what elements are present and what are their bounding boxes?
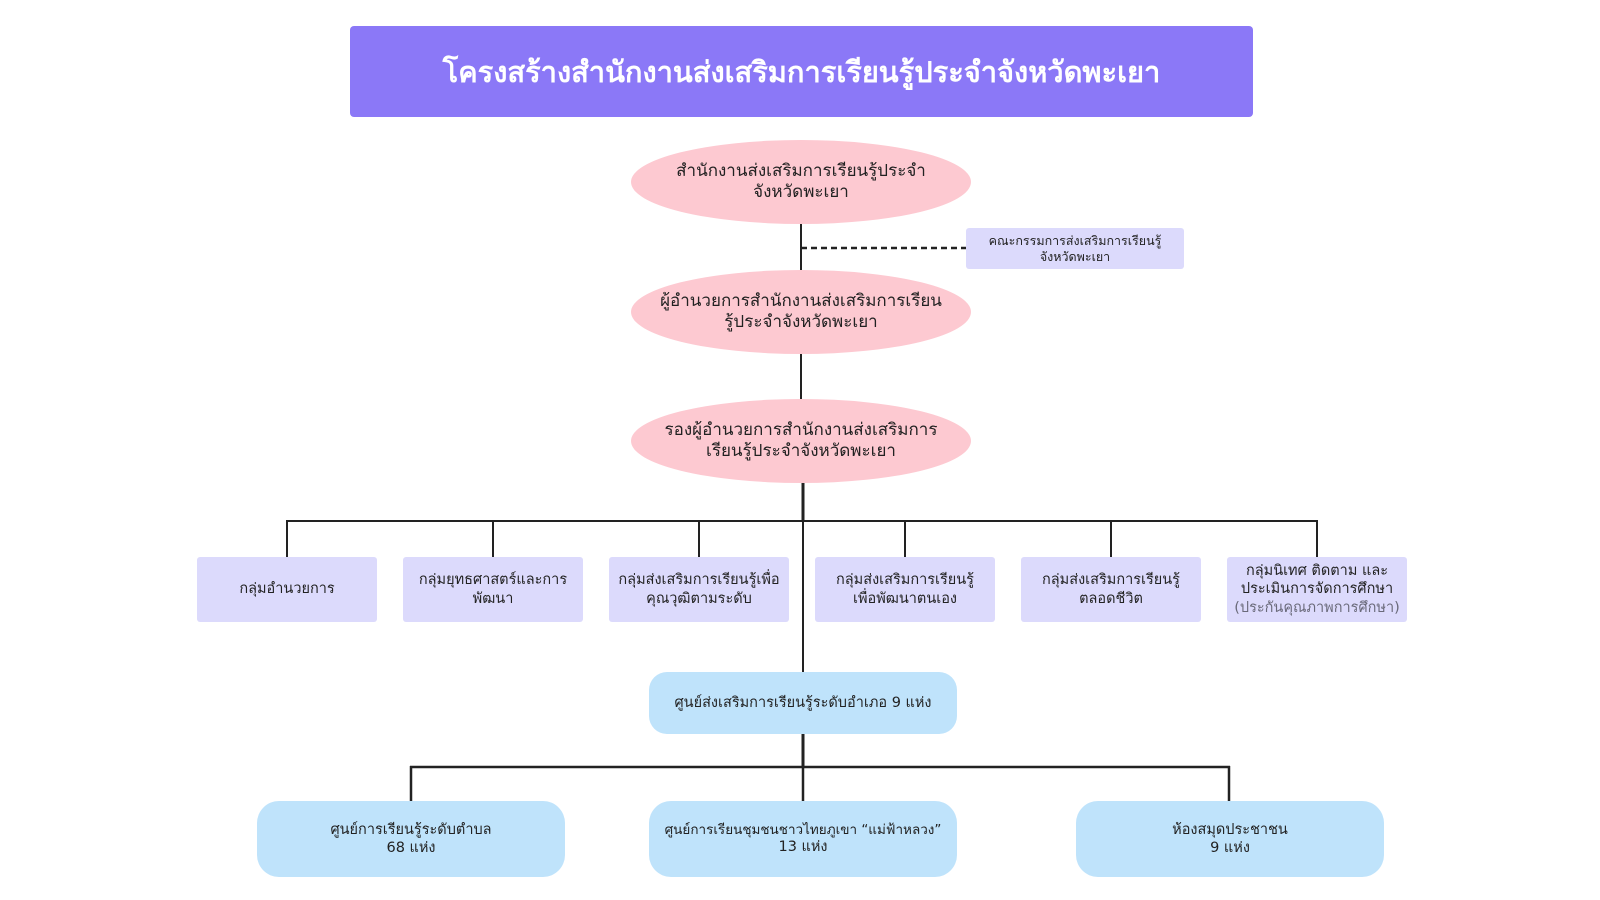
node-director-label: ผู้อำนวยการสำนักงานส่งเสริมการเรียนรู้ปร… [660,290,942,332]
node-group-label: กลุ่มอำนวยการ [239,581,335,598]
node-group-qualification: กลุ่มส่งเสริมการเรียนรู้เพื่อคุณวุฒิตามร… [609,557,789,622]
node-office: สำนักงานส่งเสริมการเรียนรู้ประจำจังหวัดพ… [631,140,971,224]
page-title-text: โครงสร้างสำนักงานส่งเสริมการเรียนรู้ประจ… [442,54,1161,89]
node-unit-count: 13 แห่ง [778,839,828,856]
node-unit-name: ห้องสมุดประชาชน [1172,821,1288,838]
node-committee-label: คณะกรรมการส่งเสริมการเรียนรู้จังหวัดพะเย… [988,232,1162,264]
node-group-self-development: กลุ่มส่งเสริมการเรียนรู้เพื่อพัฒนาตนเอง [815,557,995,622]
node-group-strategy: กลุ่มยุทธศาสตร์และการพัฒนา [403,557,583,622]
page-title: โครงสร้างสำนักงานส่งเสริมการเรียนรู้ประจ… [350,26,1253,117]
node-group-label: กลุ่มยุทธศาสตร์และการพัฒนา [418,572,568,607]
node-committee: คณะกรรมการส่งเสริมการเรียนรู้จังหวัดพะเย… [966,228,1184,269]
node-group-label: กลุ่มนิเทศ ติดตาม และประเมินการจัดการศึก… [1240,563,1394,598]
node-district-center-label: ศูนย์ส่งเสริมการเรียนรู้ระดับอำเภอ 9 แห่… [674,694,932,711]
node-group-label: กลุ่มส่งเสริมการเรียนรู้เพื่อพัฒนาตนเอง [836,572,974,607]
node-district-center: ศูนย์ส่งเสริมการเรียนรู้ระดับอำเภอ 9 แห่… [649,672,957,734]
node-group-supervision: กลุ่มนิเทศ ติดตาม และประเมินการจัดการศึก… [1227,557,1407,622]
node-group-administration: กลุ่มอำนวยการ [197,557,377,622]
node-group-lifelong: กลุ่มส่งเสริมการเรียนรู้ตลอดชีวิต [1021,557,1201,622]
node-unit-library: ห้องสมุดประชาชน 9 แห่ง [1076,801,1384,877]
node-unit-count: 9 แห่ง [1210,840,1250,856]
node-office-label: สำนักงานส่งเสริมการเรียนรู้ประจำจังหวัดพ… [676,160,926,202]
node-group-label: กลุ่มส่งเสริมการเรียนรู้เพื่อคุณวุฒิตามร… [618,572,780,607]
node-unit-name: ศูนย์การเรียนชุมชนชาวไทยภูเขา “แม่ฟ้าหลว… [664,821,942,838]
node-director: ผู้อำนวยการสำนักงานส่งเสริมการเรียนรู้ปร… [631,270,971,354]
node-deputy: รองผู้อำนวยการสำนักงานส่งเสริมการเรียนรู… [631,399,971,483]
node-deputy-label: รองผู้อำนวยการสำนักงานส่งเสริมการเรียนรู… [664,419,938,461]
node-unit-count: 68 แห่ง [386,840,436,856]
node-group-label: กลุ่มส่งเสริมการเรียนรู้ตลอดชีวิต [1042,572,1180,607]
node-unit-hill-tribe: ศูนย์การเรียนชุมชนชาวไทยภูเขา “แม่ฟ้าหลว… [649,801,957,877]
node-unit-subdistrict: ศูนย์การเรียนรู้ระดับตำบล 13 แห่ง 68 แห่… [257,801,565,877]
node-group-note: (ประกันคุณภาพการศึกษา) [1234,599,1400,616]
node-unit-name: ศูนย์การเรียนรู้ระดับตำบล [330,821,492,838]
